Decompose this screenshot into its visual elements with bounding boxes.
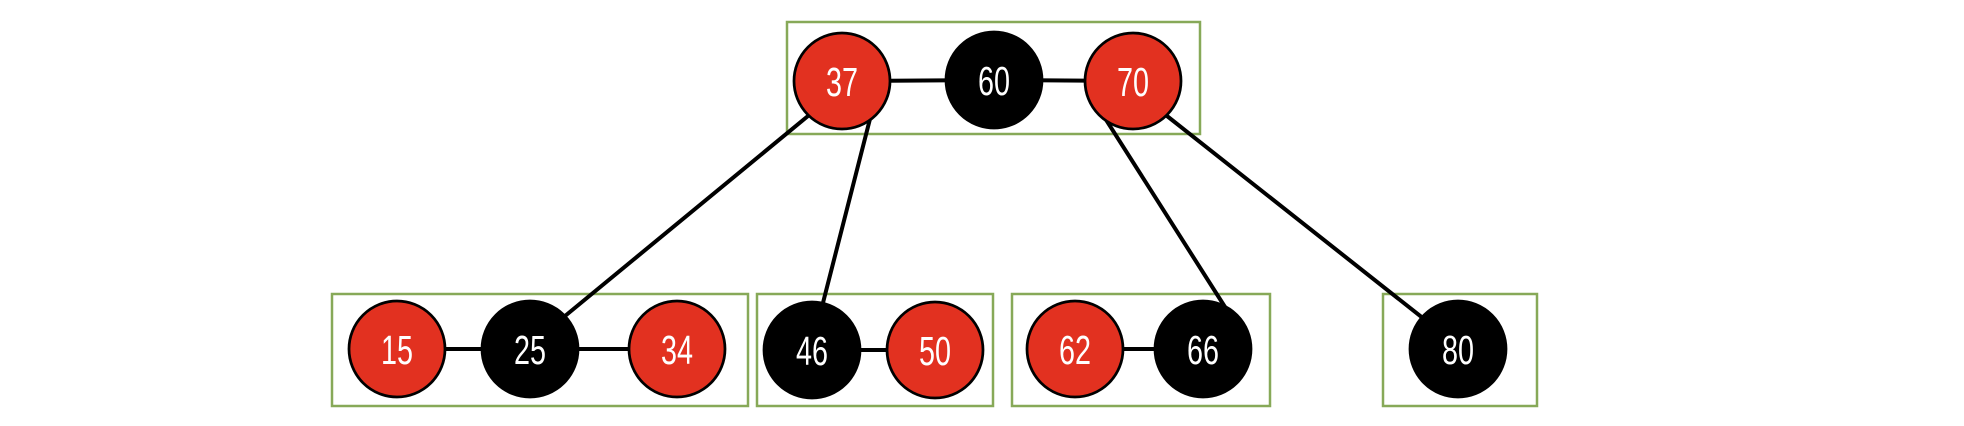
- node-group-box-leaf-1: [330, 292, 750, 408]
- tree-node-50: [885, 300, 985, 400]
- node-group-box-leaf-2: [755, 292, 995, 408]
- node-label-60: 60: [978, 58, 1010, 104]
- edge-37-46: [812, 113, 873, 340]
- tree-node-62: [1025, 299, 1125, 399]
- node-group-box-leaf-3: [1010, 292, 1272, 408]
- tree-node-70: [1083, 31, 1183, 131]
- tree-node-46: [762, 300, 862, 400]
- node-label-15: 15: [381, 327, 413, 373]
- node-label-50: 50: [919, 328, 951, 374]
- tree-node-25: [480, 299, 580, 399]
- node-label-62: 62: [1059, 327, 1091, 373]
- tree-node-60: [944, 30, 1044, 130]
- node-group-box-root: [785, 20, 1202, 136]
- tree-node-34: [627, 299, 727, 399]
- edge-70-66: [1101, 113, 1234, 320]
- edge-70-80: [1165, 114, 1440, 332]
- node-label-46: 46: [796, 328, 828, 374]
- tree-node-37: [792, 31, 892, 131]
- tree-node-80: [1408, 299, 1508, 399]
- tree-node-66: [1153, 299, 1253, 399]
- node-label-37: 37: [826, 59, 858, 105]
- node-label-66: 66: [1187, 327, 1219, 373]
- node-label-70: 70: [1117, 59, 1149, 105]
- node-label-34: 34: [661, 327, 693, 373]
- node-label-25: 25: [514, 327, 546, 373]
- node-group-box-leaf-4: [1381, 292, 1539, 408]
- edge-37-25: [546, 114, 810, 332]
- tree-node-15: [347, 299, 447, 399]
- node-label-80: 80: [1442, 327, 1474, 373]
